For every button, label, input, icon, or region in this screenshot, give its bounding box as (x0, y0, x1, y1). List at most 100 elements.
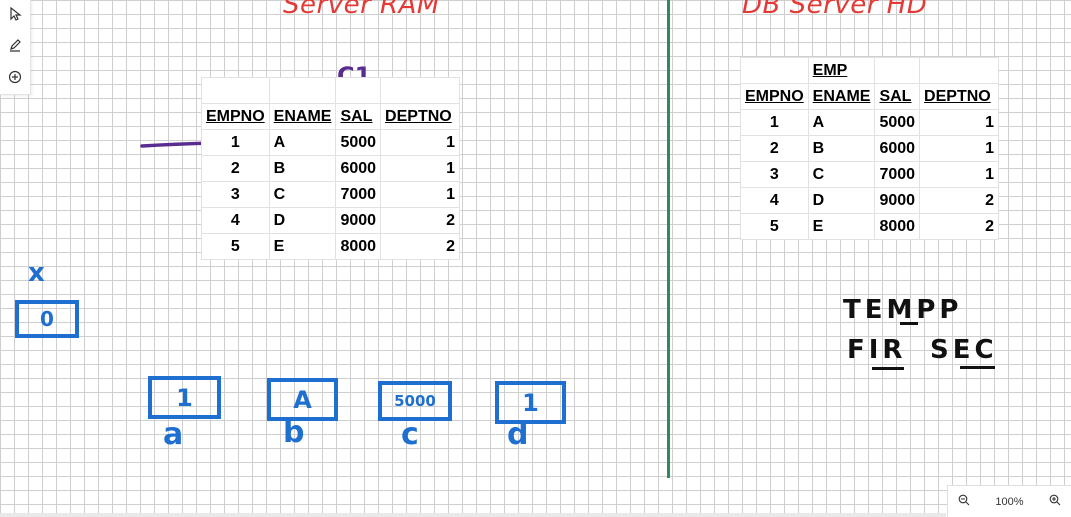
empty-cell (335, 77, 382, 104)
section-divider (667, 0, 670, 478)
empty-cell (268, 77, 337, 104)
empty-cell (740, 57, 809, 84)
cell-ename: D (807, 187, 876, 214)
pointer-icon[interactable] (5, 4, 25, 24)
col-header-sal: SAL (335, 103, 382, 130)
cell-empno: 2 (740, 135, 809, 162)
cell-deptno: 2 (380, 207, 461, 234)
col-header-sal: SAL (874, 83, 921, 110)
cell-deptno: 1 (919, 161, 1000, 188)
cell-sal: 8000 (874, 213, 921, 240)
table-header-row: EMPNO ENAME SAL DEPTNO (201, 103, 461, 130)
cell-ename: A (807, 109, 876, 136)
cell-sal: 6000 (335, 155, 382, 182)
cell-deptno: 1 (380, 181, 461, 208)
ram-table: EMPNO ENAME SAL DEPTNO 1 A 5000 1 2 B 60… (201, 77, 461, 260)
cell-ename: C (268, 181, 337, 208)
empty-cell (919, 57, 1000, 84)
cell-sal: 5000 (335, 129, 382, 156)
table-row: 2 B 6000 1 (740, 135, 1000, 162)
cell-ename: B (268, 155, 337, 182)
table-row: 2 B 6000 1 (201, 155, 461, 182)
cell-empno: 3 (201, 181, 270, 208)
col-header-deptno: DEPTNO (919, 83, 1000, 110)
col-header-ename: ENAME (268, 103, 337, 130)
table-row (201, 77, 461, 104)
table-header-row: EMPNO ENAME SAL DEPTNO (740, 83, 1000, 110)
zoom-control: 100% (947, 485, 1071, 517)
cell-sal: 9000 (874, 187, 921, 214)
note-tempp: TEMPP (843, 295, 963, 325)
cell-empno: 2 (201, 155, 270, 182)
variable-b-box: A (267, 378, 338, 421)
variable-c-label: c (401, 417, 419, 452)
note-fir-underline (872, 367, 904, 370)
cell-ename: E (807, 213, 876, 240)
cell-empno: 4 (201, 207, 270, 234)
cell-sal: 7000 (874, 161, 921, 188)
cell-empno: 5 (740, 213, 809, 240)
variable-c-box: 5000 (378, 381, 452, 421)
title-db-server-hd: DB Server HD (742, 0, 928, 20)
note-sec: SEC (930, 335, 998, 365)
cell-empno: 3 (740, 161, 809, 188)
cell-ename: B (807, 135, 876, 162)
table-row: 4 D 9000 2 (740, 187, 1000, 214)
note-sec-underline (960, 366, 995, 369)
hd-table: EMP EMPNO ENAME SAL DEPTNO 1 A 5000 1 2 … (740, 57, 1000, 240)
add-icon[interactable] (5, 67, 25, 87)
col-header-ename: ENAME (807, 83, 876, 110)
col-header-deptno: DEPTNO (380, 103, 461, 130)
cell-empno: 4 (740, 187, 809, 214)
note-tempp-underline (900, 322, 918, 325)
table-row: 5 E 8000 2 (740, 213, 1000, 240)
table-row: 4 D 9000 2 (201, 207, 461, 234)
zoom-in-icon[interactable] (1049, 494, 1061, 509)
cell-deptno: 2 (919, 187, 1000, 214)
cell-deptno: 1 (919, 135, 1000, 162)
table-row: 3 C 7000 1 (201, 181, 461, 208)
cell-ename: A (268, 129, 337, 156)
table-name: EMP (807, 57, 876, 84)
cell-empno: 1 (201, 129, 270, 156)
cell-deptno: 1 (380, 155, 461, 182)
variable-a-label: a (163, 417, 184, 452)
cell-ename: E (268, 233, 337, 260)
table-row: 1 A 5000 1 (740, 109, 1000, 136)
title-server-ram: Server RAM (283, 0, 440, 20)
table-row: 3 C 7000 1 (740, 161, 1000, 188)
col-header-empno: EMPNO (740, 83, 809, 110)
cell-sal: 7000 (335, 181, 382, 208)
cell-deptno: 2 (380, 233, 461, 260)
drawing-toolbar (0, 0, 31, 95)
cell-empno: 5 (201, 233, 270, 260)
table-row: EMP (740, 57, 1000, 84)
cell-deptno: 1 (919, 109, 1000, 136)
variable-x-box: 0 (15, 300, 79, 338)
variable-d-box: 1 (495, 381, 566, 424)
cell-ename: C (807, 161, 876, 188)
empty-cell (380, 77, 461, 104)
cell-sal: 8000 (335, 233, 382, 260)
zoom-out-icon[interactable] (958, 494, 970, 509)
note-fir: FIR (847, 335, 907, 365)
cell-empno: 1 (740, 109, 809, 136)
cell-sal: 6000 (874, 135, 921, 162)
pen-icon[interactable] (5, 35, 25, 55)
cell-sal: 9000 (335, 207, 382, 234)
col-header-empno: EMPNO (201, 103, 270, 130)
cell-deptno: 1 (380, 129, 461, 156)
cell-ename: D (268, 207, 337, 234)
table-row: 5 E 8000 2 (201, 233, 461, 260)
empty-cell (201, 77, 270, 104)
variable-a-box: 1 (148, 376, 221, 419)
cell-sal: 5000 (874, 109, 921, 136)
variable-x-label: x (28, 258, 45, 288)
cell-deptno: 2 (919, 213, 1000, 240)
bottom-edge (0, 513, 946, 517)
table-row: 1 A 5000 1 (201, 129, 461, 156)
empty-cell (874, 57, 921, 84)
zoom-level: 100% (995, 495, 1024, 508)
variable-d-label: d (507, 417, 529, 452)
variable-b-label: b (283, 415, 305, 450)
